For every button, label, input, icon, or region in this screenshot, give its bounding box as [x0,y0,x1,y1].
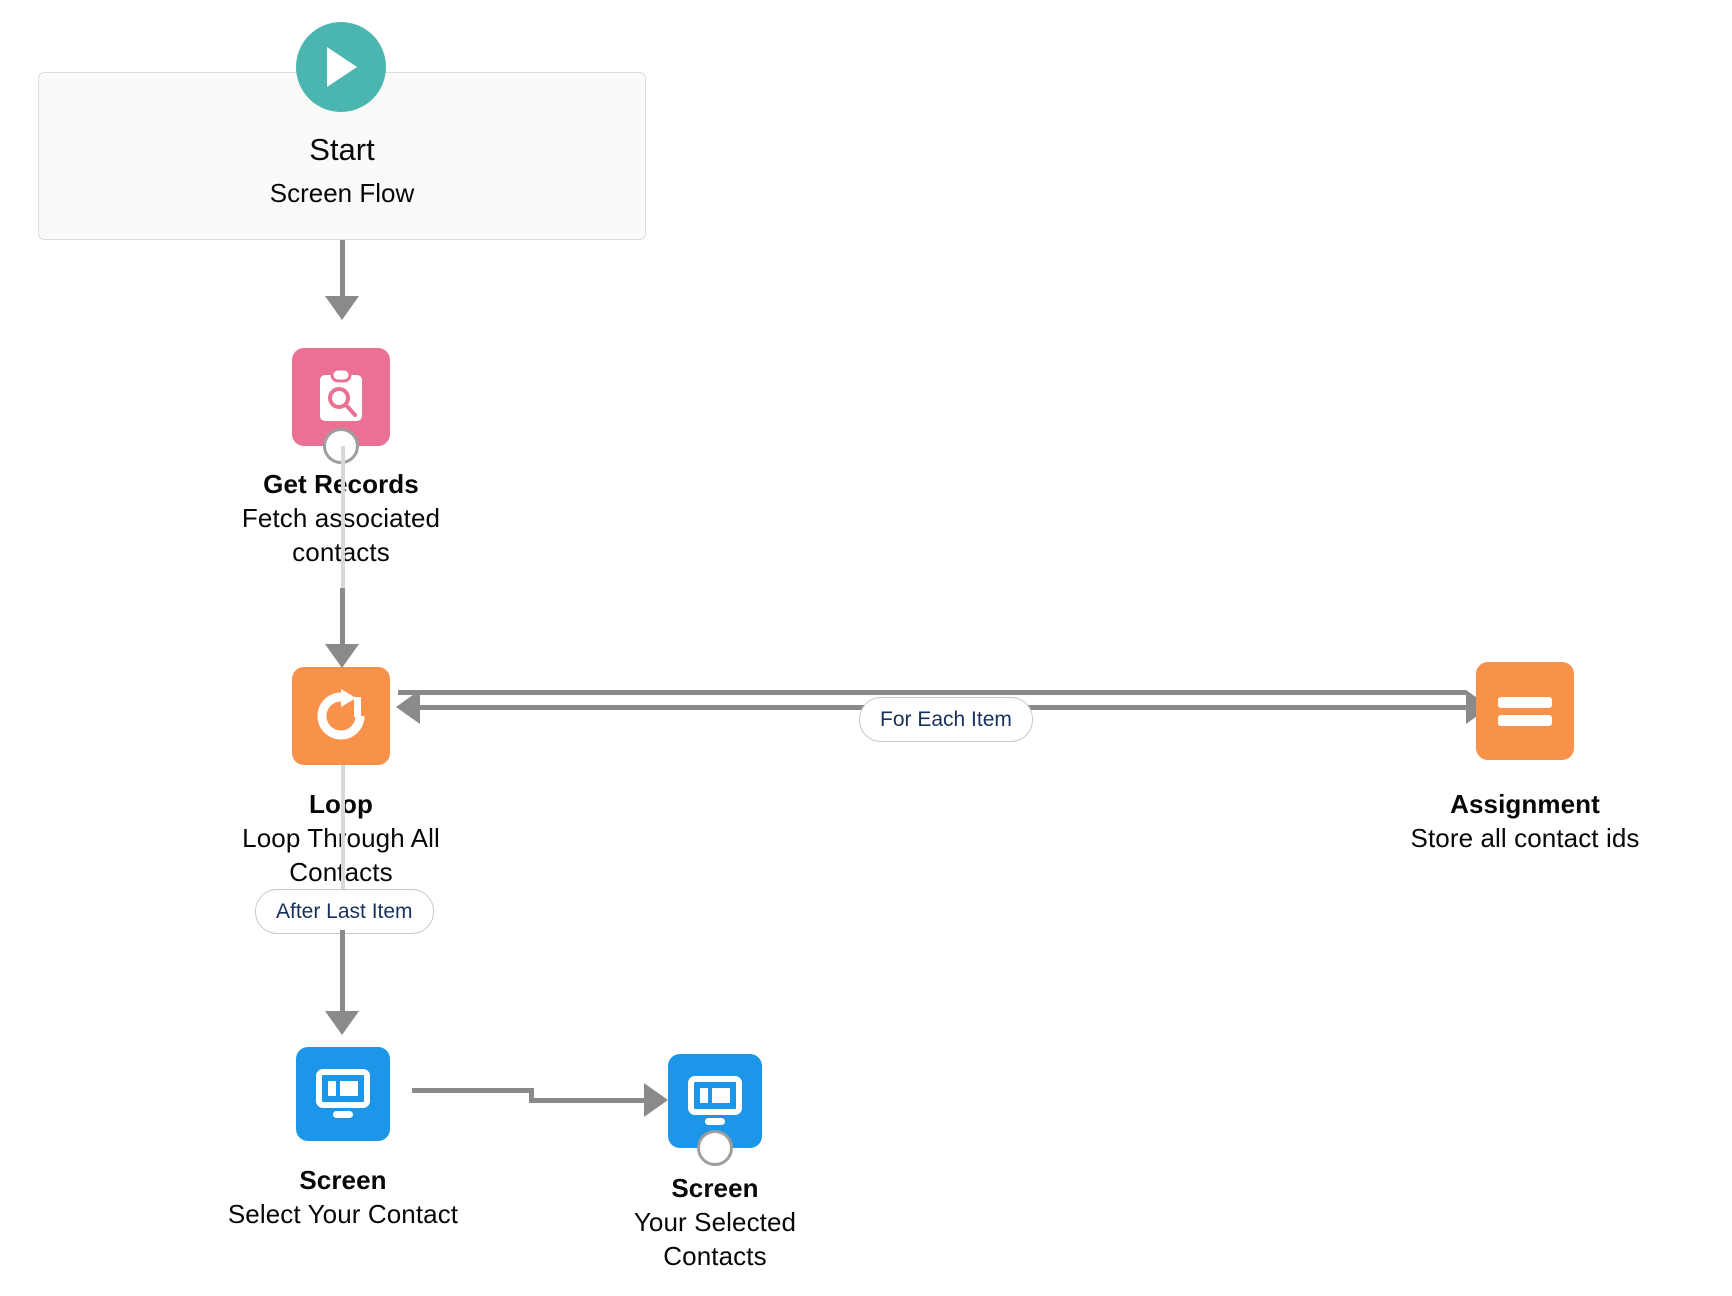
connector-arrowhead-down-2 [325,644,359,668]
screen-selected-subtitle-line1: Your Selected [633,1206,797,1237]
assignment-title: Assignment [1450,789,1600,819]
connector-loop-to-screen [340,930,345,1015]
start-subtitle: Screen Flow [269,178,415,208]
screen-select-label-group: Screen Select Your Contact [143,1164,543,1232]
connector-start-to-get-records [340,240,345,300]
screen-selected-connector-circle[interactable] [697,1130,733,1166]
play-icon[interactable] [296,22,386,112]
connector-arrowhead-down [325,296,359,320]
connector-screen-to-screen-step [529,1088,534,1101]
connector-get-records-to-loop [340,588,345,648]
connector-line-behind-label [341,446,345,596]
connector-arrowhead-right-2 [644,1083,668,1117]
screen-selected-subtitle-line2: Contacts [663,1240,767,1271]
assignment-subtitle: Store all contact ids [1410,822,1640,853]
after-last-item-label: After Last Item [255,889,434,934]
connector-line-behind-loop-label [341,765,345,907]
assignment-label-group: Assignment Store all contact ids [1325,788,1725,856]
connector-arrowhead-down-3 [325,1011,359,1035]
for-each-item-label: For Each Item [859,697,1033,742]
connector-arrowhead-left [396,690,420,724]
screen-selected-title: Screen [671,1173,759,1203]
screen-selected-label-group: Screen Your Selected Contacts [515,1172,915,1273]
connector-loop-to-assignment-top [398,690,1466,695]
start-label-group: Start Screen Flow [38,132,646,209]
assignment-node[interactable] [1476,662,1574,760]
start-title: Start [309,132,375,167]
loop-node[interactable] [292,667,390,765]
screen-select-subtitle: Select Your Contact [227,1198,459,1229]
screen-select-node[interactable] [296,1047,390,1141]
connector-screen-to-screen-seg1 [412,1088,533,1093]
screen-select-title: Screen [299,1165,387,1195]
connector-screen-to-screen-seg2 [529,1098,646,1103]
